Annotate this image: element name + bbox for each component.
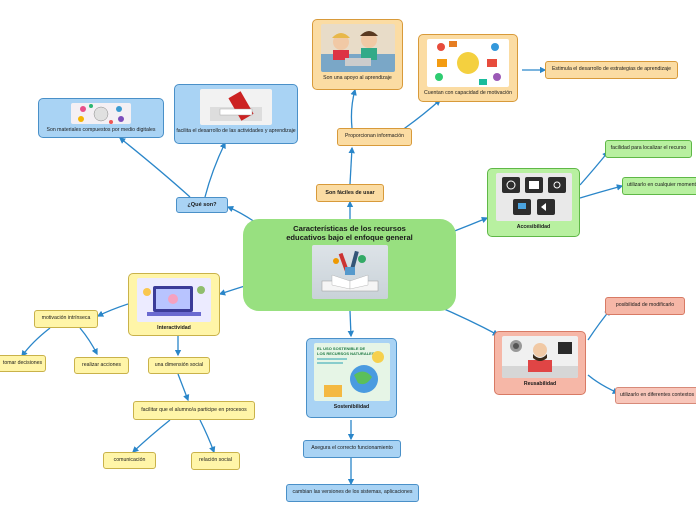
edge-quieson-facilitan — [204, 141, 226, 198]
edge-intrinseca-acciones — [79, 327, 98, 356]
facilidad-node[interactable]: facilidad para localizar el recurso — [605, 140, 692, 158]
interactividad-label: Interactividad — [157, 325, 191, 331]
social-node[interactable]: una dimensión social — [148, 357, 210, 374]
motivacion-image — [427, 39, 509, 87]
edge-alumno-comunicacion — [132, 419, 171, 453]
edge-faciles-proporcionan — [348, 146, 355, 185]
motivacion-card[interactable]: Cuentan con capacidad de motivación — [418, 34, 518, 102]
sostenibilidad-label: Sostenibilidad — [333, 404, 370, 410]
interactividad-card[interactable]: Interactividad — [128, 273, 220, 336]
intrinseca-node[interactable]: motivación intrínseca — [34, 310, 98, 328]
sostenibilidad-text2: LOS RECURSOS NATURALES — [317, 351, 375, 356]
central-topic[interactable]: Características de los recursos educativ… — [243, 219, 456, 311]
sostenibilidad-card[interactable]: EL USO SOSTENIBLE DE LOS RECURSOS NATURA… — [306, 338, 397, 418]
edge-central-sostenibilidad — [347, 310, 355, 338]
apoyo-label: Son una apoyo al aprendizaje — [323, 75, 392, 81]
apoyo-image — [320, 24, 395, 72]
reusabilidad-card[interactable]: Reusabilidad — [494, 331, 586, 395]
sostenibilidad-image: EL USO SOSTENIBLE DE LOS RECURSOS NATURA… — [313, 343, 390, 401]
accesibilidad-card[interactable]: Accesibilidad — [487, 168, 580, 237]
decisiones-node[interactable]: tomar decisiones — [0, 355, 46, 372]
relacion-node[interactable]: relación social — [191, 452, 240, 470]
materiales-card[interactable]: Son materiales compuestos por medio digi… — [38, 98, 164, 138]
central-title-line2: educativos bajo el enfoque general — [286, 232, 413, 242]
central-image — [311, 245, 388, 300]
central-title-line1: Características de los recursos — [293, 224, 406, 233]
motivacion-label: Cuentan con capacidad de motivación — [424, 90, 512, 96]
edge-quieson-materiales — [118, 137, 191, 198]
edge-reusabilidad-contextos — [587, 374, 620, 394]
contextos-node[interactable]: utilizarlo en diferentes contextos — [615, 387, 696, 404]
comunicacion-node[interactable]: comunicación — [103, 452, 156, 469]
edge-social-alumno — [177, 373, 190, 402]
facilitan-image — [200, 89, 272, 125]
accesibilidad-label: Accesibilidad — [516, 224, 551, 230]
proporcionan-node[interactable]: Proporcionan información — [337, 128, 412, 146]
acciones-node[interactable]: realizar acciones — [74, 357, 129, 374]
cambian-node[interactable]: cambian las versiones de los sistemas, a… — [286, 484, 419, 502]
alumno-node[interactable]: facilitar que el alumno/a participe en p… — [133, 401, 255, 420]
modificarlo-node[interactable]: posibilidad de modificarlo — [605, 297, 685, 315]
facilitan-card[interactable]: facilita el desarrollo de las actividade… — [174, 84, 298, 144]
edge-intrinseca-decisiones — [21, 327, 51, 358]
edge-accesibilidad-facilidad — [579, 150, 609, 186]
que-son-node[interactable]: ¿Qué son? — [176, 197, 228, 213]
edge-proporcionan-apoyo — [350, 88, 357, 129]
apoyo-card[interactable]: Son una apoyo al aprendizaje — [312, 19, 403, 90]
materiales-label: Son materiales compuestos por medio digi… — [46, 127, 156, 133]
materiales-image — [71, 103, 131, 124]
facilitan-label: facilita el desarrollo de las actividade… — [176, 128, 296, 134]
interactividad-image — [137, 278, 211, 322]
edge-interactividad-intrinseca — [96, 303, 129, 317]
edge-central-accesibilidad — [451, 216, 489, 233]
reusabilidad-image — [502, 336, 578, 378]
faciles-node[interactable]: Son fáciles de usar — [316, 184, 384, 202]
reusabilidad-label: Reusabilidad — [523, 381, 557, 387]
sostenibilidad-text1: EL USO SOSTENIBLE DE — [317, 346, 365, 351]
utilizarlo-node[interactable]: utilizarlo en cualquier momento — [622, 177, 696, 195]
edge-alumno-relacion — [199, 419, 216, 454]
estimular-node[interactable]: Estimula el desarrollo de estrategias de… — [545, 61, 678, 79]
asegura-node[interactable]: Asegura el correcto funcionamiento — [303, 440, 401, 458]
edge-accesibilidad-utilizarlo — [579, 184, 624, 199]
accesibilidad-image — [495, 173, 572, 221]
